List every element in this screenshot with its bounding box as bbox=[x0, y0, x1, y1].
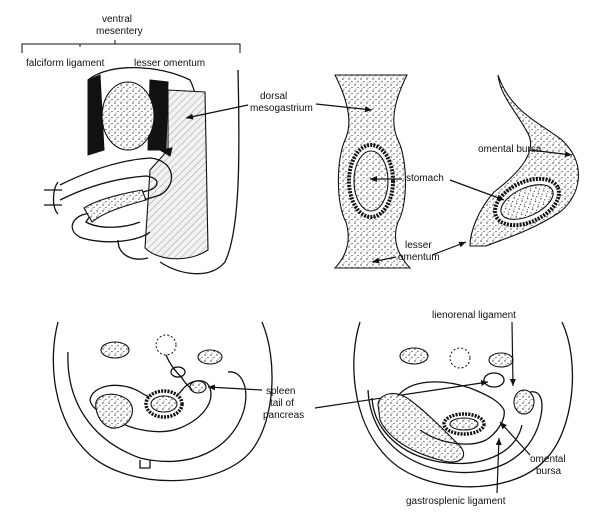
ventral-mesentery-bracket bbox=[22, 40, 240, 53]
label-ventral: ventral bbox=[102, 14, 132, 25]
label-lienorenal-ligament: lienorenal ligament bbox=[432, 310, 516, 321]
label-tail-of: tail of bbox=[270, 398, 294, 409]
kidney-left-2 bbox=[198, 350, 222, 364]
label-lesser-omentum-top: lesser omentum bbox=[134, 58, 205, 69]
spleen-right bbox=[514, 390, 534, 414]
label-omental-bursa-top: omental bursa bbox=[478, 144, 542, 155]
panel-cross-section-early bbox=[53, 322, 272, 481]
label-mesentery: mesentery bbox=[96, 26, 143, 37]
label-falciform-ligament: falciform ligament bbox=[26, 58, 105, 69]
spleen-left bbox=[190, 381, 206, 393]
gut-tube-left bbox=[44, 182, 62, 214]
kidney-left-1 bbox=[101, 342, 129, 358]
gut-stipple bbox=[84, 190, 146, 222]
label-stomach: stomach bbox=[406, 173, 444, 184]
label-mesogastrium: mesogastrium bbox=[250, 103, 313, 114]
label-lesser: lesser bbox=[405, 240, 432, 251]
aorta-right bbox=[450, 348, 470, 368]
liver bbox=[102, 82, 154, 150]
mesentery-left bbox=[140, 460, 150, 468]
stomach-early-inner bbox=[354, 151, 388, 211]
kidney-right-1 bbox=[400, 348, 428, 364]
kidney-right-2 bbox=[489, 353, 513, 367]
label-omentum: omentum bbox=[398, 252, 440, 263]
arrow-omental-bursa-bottom bbox=[500, 422, 530, 455]
small-loop-right bbox=[484, 373, 504, 387]
panel-transverse-early bbox=[335, 75, 410, 268]
hindgut bbox=[118, 240, 148, 259]
stomach-section-right-inner bbox=[450, 418, 478, 430]
pancreas-region-left bbox=[96, 394, 133, 428]
label-omental: omental bbox=[530, 454, 566, 465]
panel-transverse-late bbox=[470, 75, 578, 246]
stomach-section-left-inner bbox=[151, 396, 177, 412]
label-spleen: spleen bbox=[266, 386, 295, 397]
arrow-lesser-omentum-right bbox=[432, 242, 466, 255]
label-bursa: bursa bbox=[536, 466, 561, 477]
arrow-gastrosplenic bbox=[497, 438, 499, 493]
label-dorsal: dorsal bbox=[260, 91, 287, 102]
aorta-left bbox=[156, 335, 176, 355]
panel-sagittal bbox=[22, 40, 240, 274]
arrow-lienorenal bbox=[512, 322, 513, 386]
small-loop-left bbox=[171, 367, 185, 377]
arrow-spleen bbox=[208, 387, 262, 390]
label-pancreas: pancreas bbox=[263, 410, 304, 421]
label-gastrosplenic-ligament: gastrosplenic ligament bbox=[406, 496, 506, 507]
